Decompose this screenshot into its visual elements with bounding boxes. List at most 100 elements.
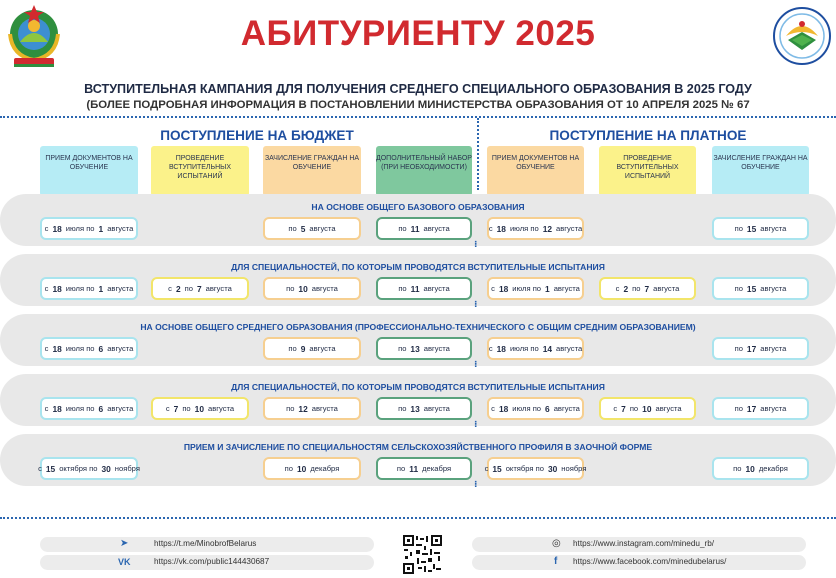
date-part-d1: 18 xyxy=(52,283,62,294)
ministry-education-logo-icon xyxy=(773,7,831,65)
date-part-d1: 18 xyxy=(498,283,509,294)
date-part-prefix: по xyxy=(733,464,742,473)
date-part-mid: июля по xyxy=(65,404,95,413)
date-part-prefix: с xyxy=(613,404,618,413)
date-part-mid: октября по xyxy=(505,464,544,473)
date-part-prefix: по xyxy=(286,284,295,293)
vk-icon: VK xyxy=(118,557,131,567)
date-part-prefix: по xyxy=(734,344,743,353)
date-part-prefix: по xyxy=(398,284,407,293)
divider-vertical xyxy=(477,118,479,190)
date-part-d1: 9 xyxy=(300,343,306,354)
band-title: НА ОСНОВЕ ОБЩЕГО БАЗОВОГО ОБРАЗОВАНИЯ xyxy=(311,202,525,212)
date-part-d1: 11 xyxy=(409,463,419,474)
date-part-prefix: с xyxy=(491,284,495,293)
date-part-d2: 30 xyxy=(547,463,558,474)
date-part-prefix: с xyxy=(168,284,172,293)
date-part-prefix: с xyxy=(165,404,170,413)
date-part-mid: июля по xyxy=(65,284,95,293)
date-part-suffix: августа xyxy=(553,404,580,413)
telegram-url: https://t.me/MinobrofBelarus xyxy=(154,539,257,548)
date-part-prefix: по xyxy=(284,464,294,473)
date-part-suffix: августа xyxy=(423,284,450,293)
date-part-mid: июля по xyxy=(512,284,542,293)
date-part-d1: 13 xyxy=(410,403,420,414)
date-part-prefix: по xyxy=(734,284,743,293)
page-title: АБИТУРИЕНТУ 2025 xyxy=(240,14,596,53)
date-part-d1: 2 xyxy=(175,283,181,294)
date-part-prefix: по xyxy=(734,404,743,413)
date-part-d1: 18 xyxy=(498,403,509,414)
telegram-link[interactable]: ➤ https://t.me/MinobrofBelarus xyxy=(40,537,374,552)
date-part-d1: 13 xyxy=(410,343,420,354)
date-part-suffix: августа xyxy=(107,284,134,293)
date-part-suffix: августа xyxy=(423,344,450,353)
date-part-d1: 11 xyxy=(410,283,420,294)
date-part-d1: 15 xyxy=(492,463,502,474)
date-part-suffix: августа xyxy=(309,224,336,233)
date-part-d1: 5 xyxy=(300,223,306,234)
date-part-d1: 18 xyxy=(496,223,506,234)
date-part-mid: июля по xyxy=(512,404,542,413)
date-part-suffix: декабря xyxy=(758,464,788,473)
date-part-d2: 7 xyxy=(196,283,202,294)
date-part-mid: по xyxy=(182,404,191,413)
date-part-d2: 1 xyxy=(545,283,550,294)
date-part-d2: 7 xyxy=(644,283,650,294)
instagram-url: https://www.instagram.com/minedu_rb/ xyxy=(573,539,715,548)
band-title: НА ОСНОВЕ ОБЩЕГО СРЕДНЕГО ОБРАЗОВАНИЯ (П… xyxy=(140,322,696,332)
date-part-d1: 18 xyxy=(52,343,62,354)
date-part-mid: по xyxy=(629,404,639,413)
band-title: ПРИЕМ И ЗАЧИСЛЕНИЕ ПО СПЕЦИАЛЬНОСТЯМ СЕЛ… xyxy=(183,442,653,452)
date-part-prefix: по xyxy=(286,404,295,413)
subtitle-decree: (БОЛЕЕ ПОДРОБНАЯ ИНФОРМАЦИЯ В ПОСТАНОВЛЕ… xyxy=(86,99,750,111)
date-part-d2: 10 xyxy=(194,403,204,414)
date-part-prefix: с xyxy=(38,464,42,473)
date-part-suffix: августа xyxy=(760,224,787,233)
date-part-d1: 11 xyxy=(410,223,420,234)
date-part-mid: июля по xyxy=(509,224,539,233)
date-part-suffix: августа xyxy=(556,344,583,353)
date-part-suffix: августа xyxy=(655,404,682,413)
facebook-link[interactable]: f https://www.facebook.com/minedubelarus… xyxy=(472,555,806,570)
date-part-d2: 12 xyxy=(542,223,553,234)
date-part-prefix: по xyxy=(398,344,407,353)
date-part-d1: 17 xyxy=(746,403,757,414)
date-part-d1: 7 xyxy=(173,403,179,414)
qr-code-icon xyxy=(402,534,443,575)
column-header-paid-exams: проведение вступительных испытаний xyxy=(599,146,696,196)
date-part-prefix: с xyxy=(44,404,49,413)
date-part-d2: 6 xyxy=(98,343,104,354)
instagram-link[interactable]: ◎ https://www.instagram.com/minedu_rb/ xyxy=(472,537,806,552)
column-header-budget-documents: прием документов на обучение xyxy=(40,146,138,196)
vk-link[interactable]: VK https://vk.com/public144430687 xyxy=(40,555,374,570)
date-part-prefix: по xyxy=(396,464,406,473)
date-part-suffix: августа xyxy=(556,224,583,233)
date-part-suffix: августа xyxy=(760,344,787,353)
vk-url: https://vk.com/public144430687 xyxy=(154,557,270,566)
column-header-additional-enrollment: дополнительный набор (при необходимости) xyxy=(376,146,472,196)
date-part-d1: 10 xyxy=(745,463,755,474)
date-part-suffix: августа xyxy=(653,284,680,293)
date-part-d2: 1 xyxy=(98,283,104,294)
date-part-prefix: с xyxy=(44,344,49,353)
instagram-icon: ◎ xyxy=(552,538,561,549)
column-header-budget-exams: проведение вступительных испытаний xyxy=(151,146,249,196)
date-part-prefix: по xyxy=(734,224,743,233)
